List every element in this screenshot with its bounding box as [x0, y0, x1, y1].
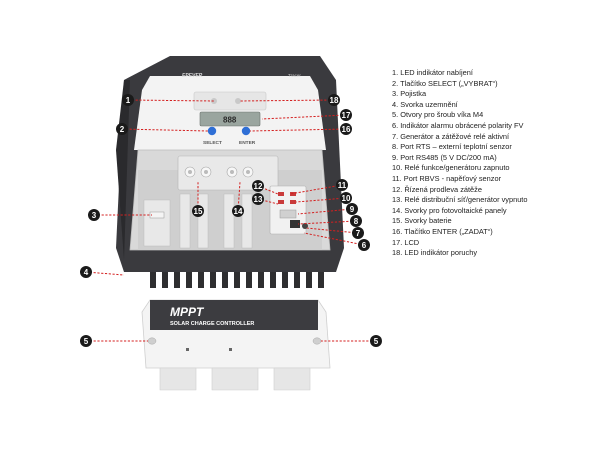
callout-number: 16	[342, 125, 351, 134]
legend-item: 6. Indikátor alarmu obrácené polarity FV	[392, 120, 524, 130]
callout-number: 18	[330, 96, 339, 105]
legend-item: 3. Pojistka	[392, 89, 427, 99]
callout-number: 8	[354, 217, 359, 226]
charging-led	[211, 98, 217, 104]
callout-number: 17	[342, 111, 351, 120]
callout-badge	[350, 215, 362, 227]
legend-item: 12. Řízená prodleva zátěže	[392, 184, 482, 194]
callout-leader-line	[257, 198, 279, 205]
callout-badge	[80, 266, 92, 278]
callout-badge	[88, 209, 100, 221]
legend-item: 18. LED indikátor poruchy	[392, 248, 478, 258]
legend-item: 14. Svorky pro fotovoltaické panely	[392, 205, 507, 215]
callout-leader-line	[297, 220, 357, 225]
callout-number: 2	[120, 125, 125, 134]
callout-number: 11	[338, 181, 347, 190]
callout-number: 6	[362, 241, 367, 250]
callout-number: 5	[374, 337, 379, 346]
callout-badge	[116, 123, 128, 135]
select-button[interactable]	[207, 126, 217, 136]
fault-led	[235, 98, 241, 104]
callout-number: 4	[84, 268, 89, 277]
callout-number: 14	[234, 207, 243, 216]
legend-item: 8. Port RTS – externí teplotní senzor	[392, 142, 512, 152]
callout-badge	[192, 205, 204, 217]
rs485-port	[290, 220, 300, 228]
callout-leader-line	[85, 271, 125, 276]
controller-body: EPEVER Tracer 888 SELECT ENTER	[116, 56, 344, 288]
legend-item: 4. Svorka uzemnění	[392, 99, 458, 109]
callout-leader-line	[127, 99, 215, 102]
callout-badge	[336, 179, 348, 191]
callout-number: 1	[126, 96, 131, 105]
callout-number: 7	[356, 229, 361, 238]
model-label: Tracer	[288, 73, 301, 78]
callout-badge	[370, 335, 382, 347]
callout-number: 5	[84, 337, 89, 346]
legend-item: 17. LCD	[392, 237, 420, 247]
callout-badge	[232, 205, 244, 217]
callout-leader-line	[297, 208, 353, 215]
legend-item: 1. LED indikátor nabíjení	[392, 68, 473, 77]
callout-leader-line	[303, 232, 365, 246]
callout-number: 12	[254, 182, 263, 191]
rts-port	[302, 223, 308, 229]
callout-leader-line	[121, 128, 209, 132]
cover: MPPT SOLAR CHARGE CONTROLLER	[141, 299, 331, 391]
callout-badge	[340, 123, 352, 135]
lcd-screen	[199, 111, 261, 127]
callout-badge	[252, 180, 264, 192]
callout-badge	[328, 94, 340, 106]
callout-badge	[346, 203, 358, 215]
callout-number: 9	[350, 205, 355, 214]
enter-button[interactable]	[241, 126, 251, 136]
legend-item: 16. Tlačítko ENTER („ZADAT“)	[392, 226, 493, 236]
callout-number: 13	[254, 195, 263, 204]
enter-label: ENTER	[239, 140, 256, 146]
cover-title: MPPT	[170, 305, 205, 319]
callout-badge	[122, 94, 134, 106]
legend-item: 7. Generátor a zátěžové relé aktivní	[392, 131, 510, 141]
brand-logo: EPEVER	[182, 73, 203, 79]
callout-leader-line	[295, 197, 347, 203]
legend-item: 13. Relé distribuční síť/generátor vypnu…	[392, 195, 528, 205]
select-label: SELECT	[203, 140, 222, 146]
callout-leader-line	[249, 128, 347, 132]
legend-item: 11. Port RBVS - napěťový senzor	[392, 173, 502, 183]
legend-item: 9. Port RS485 (5 V DC/200 mA)	[392, 152, 497, 162]
callout-badge	[340, 109, 352, 121]
callout-badge	[340, 192, 352, 204]
legend-item: 5. Otvory pro šroub víka M4	[392, 110, 484, 120]
fuse	[149, 211, 165, 219]
callout-number: 3	[92, 211, 97, 220]
callout-badge	[358, 239, 370, 251]
legend-item: 2. Tlačítko SELECT („VYBRAT“)	[392, 78, 498, 88]
callout-leader-line	[239, 99, 335, 102]
legend-item: 15. Svorky baterie	[392, 216, 452, 226]
callout-leader-line	[289, 184, 343, 195]
cover-screw-hole-right	[312, 337, 322, 345]
callout-leader-line	[261, 114, 347, 120]
cover-subtitle: SOLAR CHARGE CONTROLLER	[170, 321, 254, 327]
cover-screw-hole-left	[147, 337, 157, 345]
callout-badge	[252, 193, 264, 205]
heatsink-fins	[150, 262, 324, 288]
callout-badge	[352, 227, 364, 239]
lcd-readout: 888	[223, 116, 237, 125]
callout-badge	[80, 335, 92, 347]
callout-number: 15	[194, 207, 203, 216]
legend-item: 10. Relé funkce/generátoru zapnuto	[392, 163, 510, 173]
callout-leader-line	[305, 227, 359, 234]
callout-number: 10	[342, 194, 351, 203]
